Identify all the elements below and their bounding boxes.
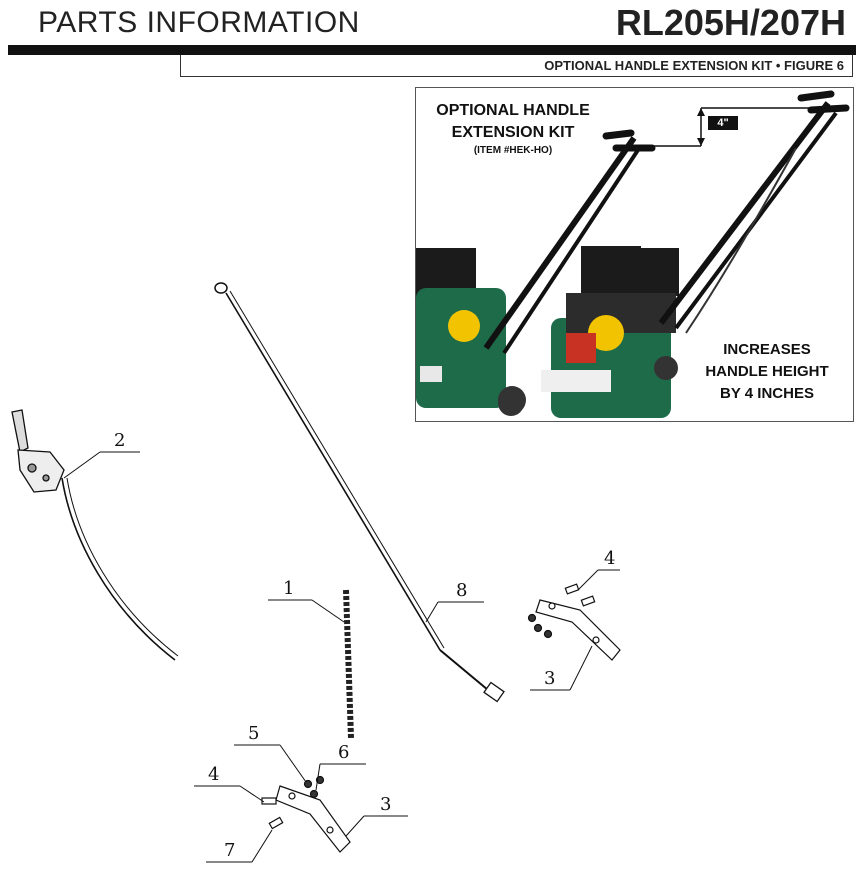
- benefit-line2: HANDLE HEIGHT: [705, 363, 829, 380]
- callout-4-bottom: 4: [208, 764, 219, 785]
- kit-title: OPTIONAL HANDLE EXTENSION KIT (ITEM #HEK…: [424, 100, 602, 158]
- kit-photo: OPTIONAL HANDLE EXTENSION KIT (ITEM #HEK…: [415, 87, 854, 422]
- kit-title-line1: OPTIONAL HANDLE: [436, 102, 590, 119]
- figure-subtitle: OPTIONAL HANDLE EXTENSION KIT • FIGURE 6: [544, 58, 844, 73]
- callout-6: 6: [338, 742, 349, 763]
- part-8-rod: [214, 282, 505, 703]
- benefit-text: INCREASES HANDLE HEIGHT BY 4 INCHES: [688, 339, 846, 405]
- height-dimension-marker: [634, 107, 826, 147]
- callout-4-right: 4: [604, 548, 615, 569]
- part-2-control-lever: [11, 409, 179, 661]
- right-bracket-assembly: [527, 583, 621, 661]
- dimension-label: 4": [708, 116, 738, 130]
- callout-3-bottom: 3: [380, 794, 391, 815]
- benefit-line3: BY 4 INCHES: [720, 385, 814, 402]
- benefit-line1: INCREASES: [723, 341, 811, 358]
- callout-5: 5: [248, 723, 259, 744]
- callout-7: 7: [224, 840, 235, 861]
- callout-1: 1: [283, 578, 294, 599]
- callout-3-right: 3: [544, 668, 555, 689]
- header-rule: [8, 45, 856, 55]
- bottom-bracket-assembly: [261, 775, 351, 853]
- kit-title-line2: EXTENSION KIT: [451, 124, 575, 141]
- model-number: RL205H/207H: [615, 2, 846, 43]
- front-mower: [498, 90, 850, 418]
- subtitle-box: OPTIONAL HANDLE EXTENSION KIT • FIGURE 6: [180, 55, 853, 77]
- kit-item-number: (ITEM #HEK-HO): [473, 145, 553, 156]
- callout-8: 8: [456, 580, 467, 601]
- callout-2: 2: [114, 430, 125, 451]
- mower-photo-illustration: [416, 90, 850, 418]
- part-1-chain: [343, 589, 354, 739]
- callout-leaders: [63, 451, 620, 863]
- page-header-left: PARTS INFORMATION: [38, 6, 360, 39]
